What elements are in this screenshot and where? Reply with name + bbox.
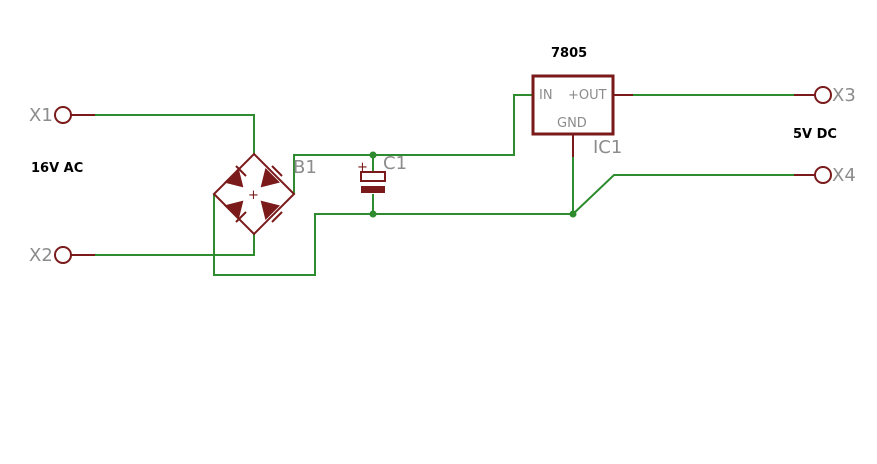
connector-x2-label: X2 — [29, 245, 53, 266]
regulator-name-label: IC1 — [593, 137, 622, 158]
bridge-rectifier — [212, 152, 296, 236]
connector-x1-label: X1 — [29, 105, 53, 126]
capacitor — [360, 171, 386, 193]
regulator — [531, 74, 633, 157]
capacitor-name-label: C1 — [383, 153, 407, 174]
regulator-part-value: 7805 — [551, 46, 587, 61]
wire-x2-to-bridge — [72, 234, 255, 256]
wire-gnd-to-x4 — [572, 174, 794, 215]
bridge-name-label: B1 — [293, 157, 317, 178]
input-label: 16V AC — [31, 161, 83, 176]
capacitor-plate-top — [360, 171, 386, 182]
connector-x3 — [794, 86, 832, 104]
connector-x2 — [54, 246, 95, 264]
capacitor-polarity-mark: + — [357, 160, 368, 175]
connector-x4 — [794, 166, 832, 184]
wire-bridge-negative-to-ground — [213, 194, 573, 276]
regulator-pin-gnd-label: GND — [557, 116, 587, 131]
junction-dot-cap-top — [369, 151, 377, 159]
diode-lower-right — [260, 200, 283, 223]
capacitor-plate-bottom — [361, 186, 385, 193]
junctions — [369, 151, 577, 218]
connector-x4-label: X4 — [832, 165, 856, 186]
wire-bridge-positive-to-in — [293, 94, 533, 194]
connector-x3-label: X3 — [832, 85, 856, 106]
regulator-pin-in-label: IN — [539, 88, 553, 103]
diode-upper-left — [224, 165, 247, 188]
output-label: 5V DC — [793, 127, 837, 142]
connectors — [54, 86, 832, 264]
junction-dot-gnd — [569, 210, 577, 218]
regulator-pin-out-label: +OUT — [568, 88, 607, 103]
wire-x1-to-bridge — [72, 114, 255, 154]
diode-lower-left — [224, 200, 247, 223]
connector-x1 — [54, 106, 95, 124]
bridge-center-mark: + — [248, 188, 259, 203]
junction-dot-cap-bottom — [369, 210, 377, 218]
diode-upper-right — [260, 165, 283, 188]
wires — [72, 94, 794, 276]
